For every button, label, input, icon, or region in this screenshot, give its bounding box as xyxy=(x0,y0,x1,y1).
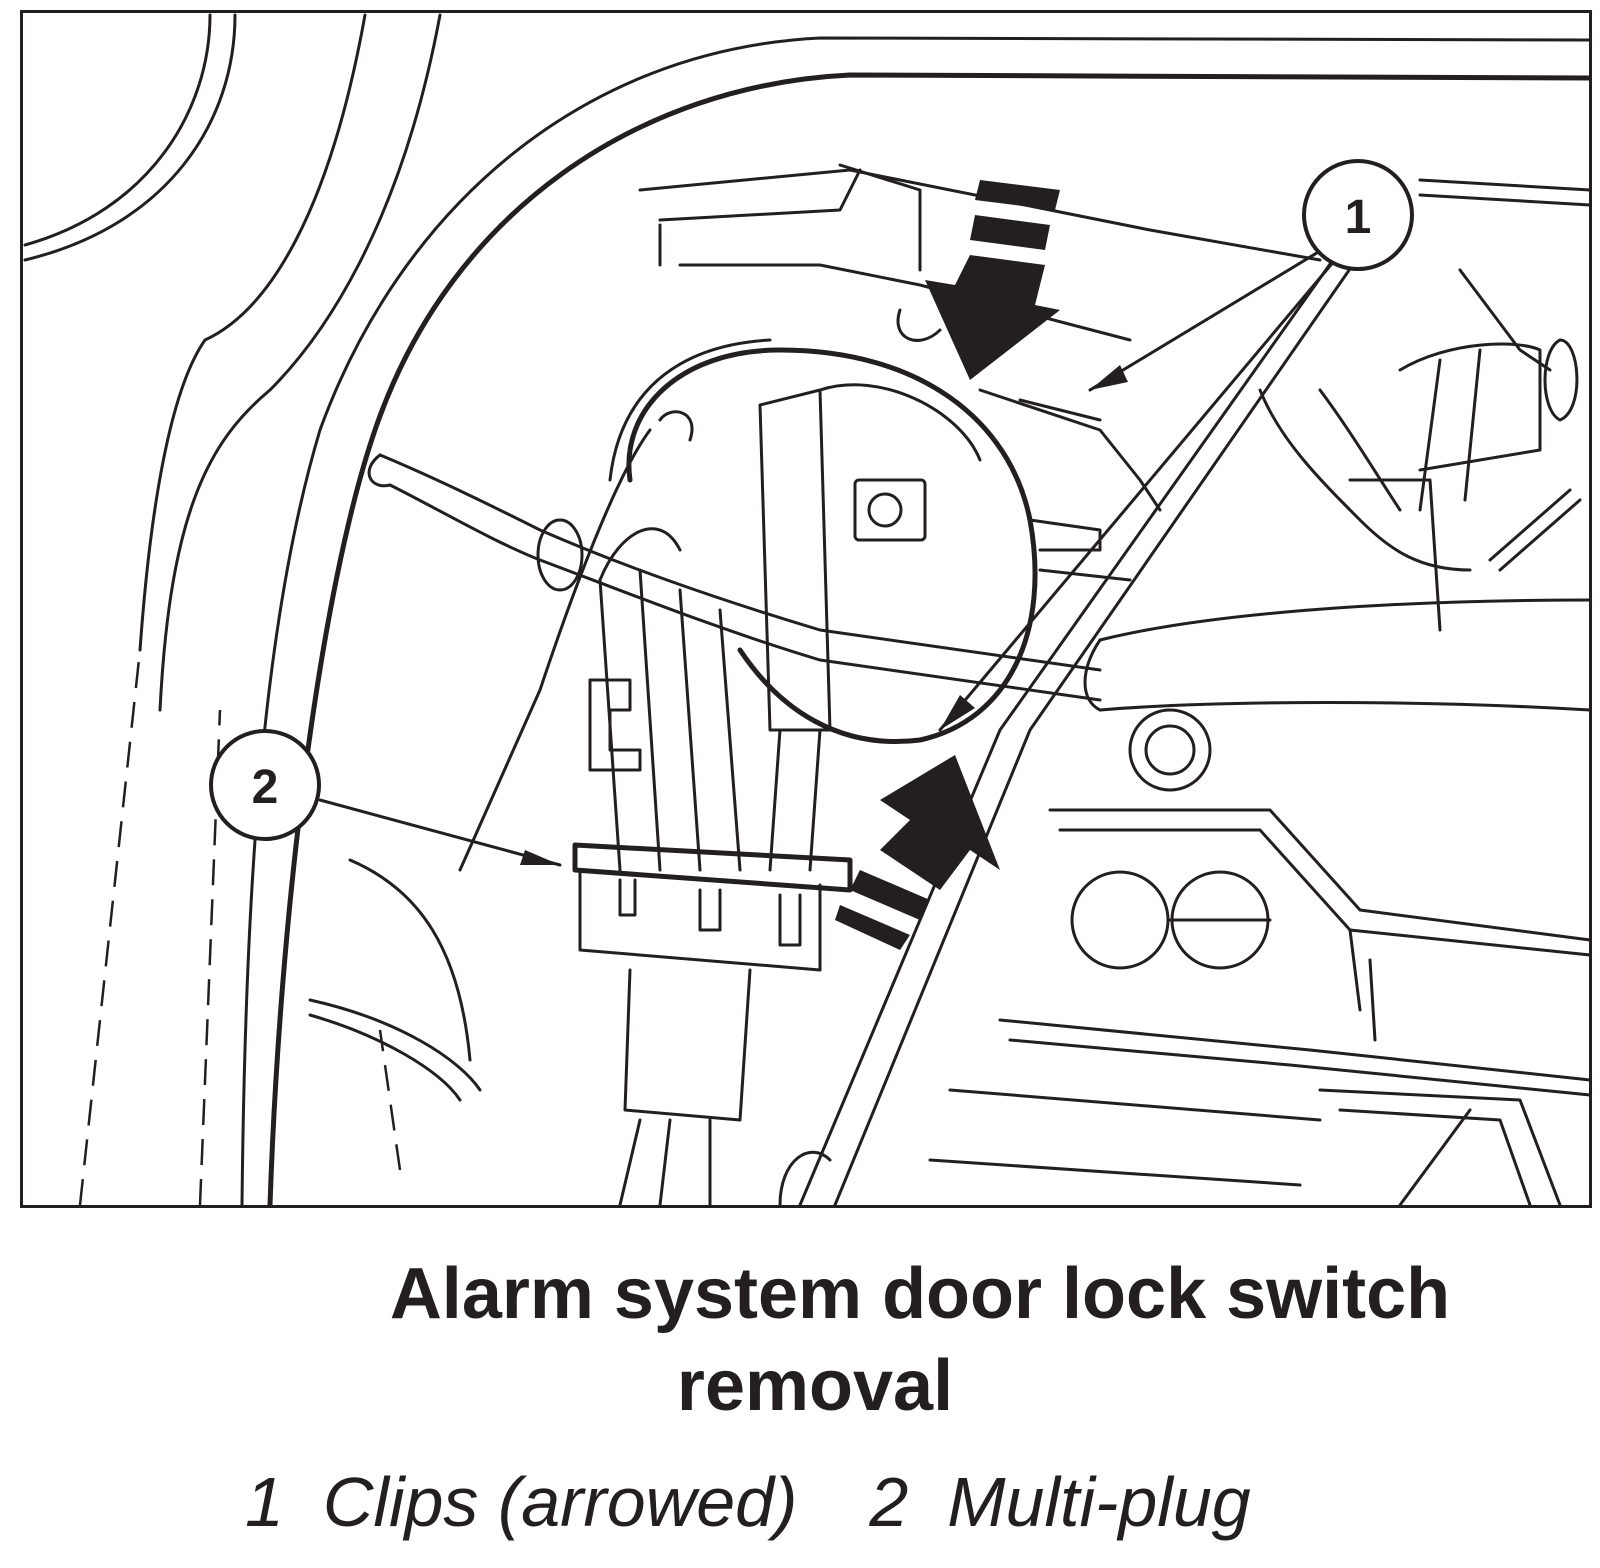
legend-item-2: 2 Multi-plug xyxy=(869,1462,1250,1542)
figure-legend: 1 Clips (arrowed) 2 Multi-plug xyxy=(245,1462,1251,1542)
callout-2: 2 xyxy=(209,729,321,841)
inner-door-structure xyxy=(638,163,1592,1207)
caption-line-1: Alarm system door lock switch xyxy=(389,1254,1451,1334)
callout-leader-lines xyxy=(318,246,1337,867)
clip-arrow-bottom xyxy=(835,755,1000,950)
door-panel-outline xyxy=(23,13,1592,1208)
caption-line-2: removal xyxy=(676,1346,954,1426)
figure-caption: Alarm system door lock switch removal xyxy=(0,1248,1600,1432)
clip-arrow-top xyxy=(925,180,1060,380)
legend-item-number: 2 xyxy=(869,1463,909,1541)
callout-2-number: 2 xyxy=(252,761,279,814)
legend-item-text: Multi-plug xyxy=(947,1463,1251,1541)
door-lock-switch-body xyxy=(572,308,1162,1207)
callout-1-number: 1 xyxy=(1345,191,1372,244)
legend-item-text: Clips (arrowed) xyxy=(322,1463,798,1541)
callout-1: 1 xyxy=(1302,159,1414,271)
legend-item-number: 1 xyxy=(245,1463,284,1541)
legend-item-1: 1 Clips (arrowed) xyxy=(245,1462,797,1542)
door-lock-switch-diagram: 1 2 xyxy=(20,10,1592,1208)
operating-rod xyxy=(367,410,1592,872)
